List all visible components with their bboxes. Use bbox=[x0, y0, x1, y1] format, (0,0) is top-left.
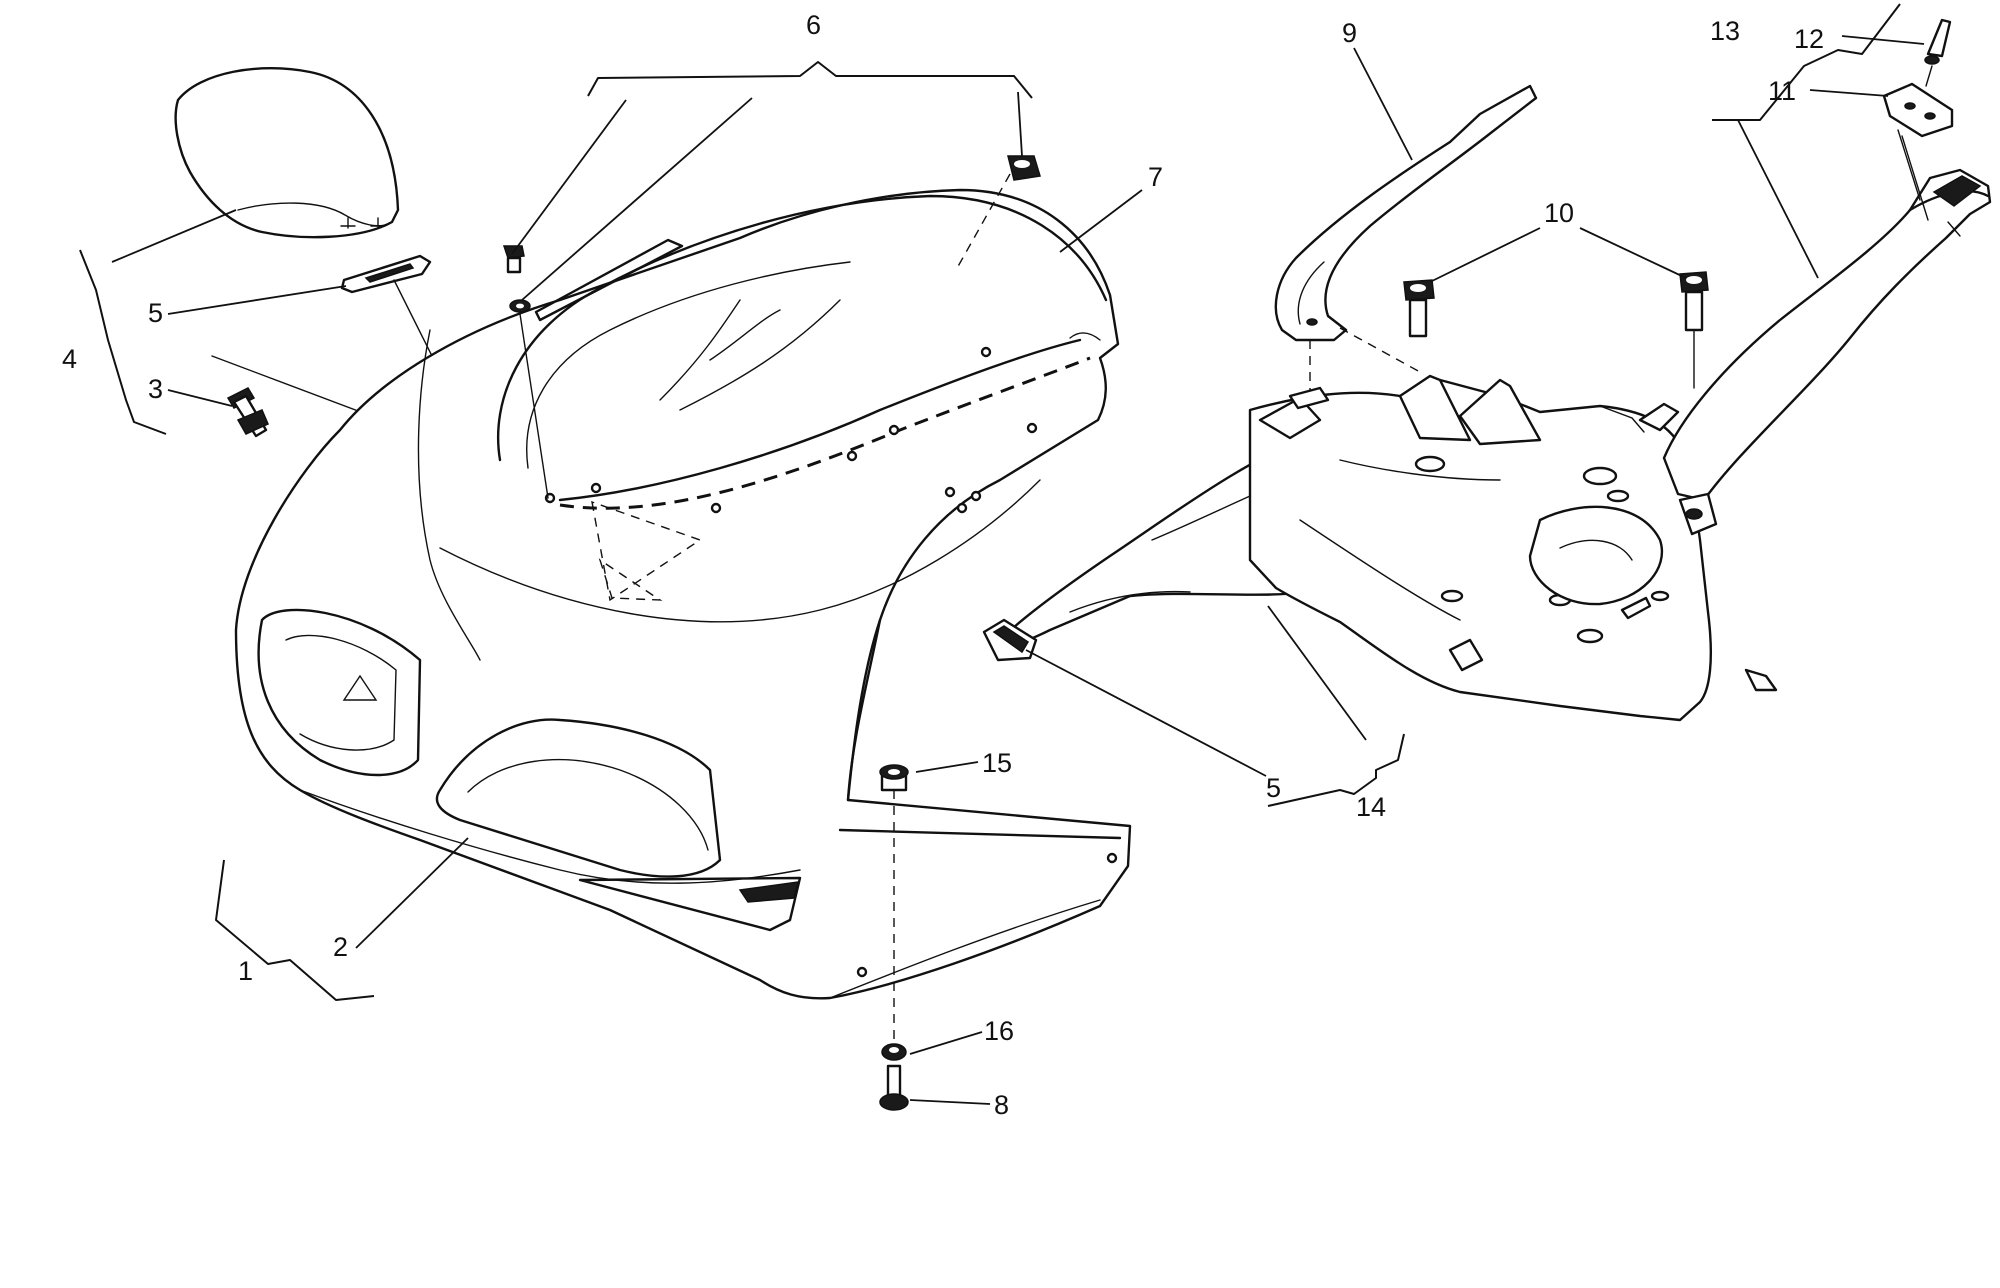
callout-5-upper: 5 bbox=[148, 298, 163, 328]
belly-pan bbox=[1248, 374, 1778, 722]
screw-10a bbox=[1403, 279, 1435, 338]
callout-16: 16 bbox=[984, 1016, 1014, 1046]
callout-6: 6 bbox=[806, 10, 821, 40]
seat-cowl bbox=[174, 67, 400, 239]
callout-2: 2 bbox=[333, 932, 348, 962]
screw-8 bbox=[879, 1064, 909, 1111]
callout-4: 4 bbox=[62, 344, 77, 374]
callout-14: 14 bbox=[1356, 792, 1386, 822]
front-fairing bbox=[234, 188, 1132, 1000]
washer-16 bbox=[881, 1043, 907, 1061]
callout-15: 15 bbox=[982, 748, 1012, 778]
support-stay-13 bbox=[1662, 168, 1992, 536]
callout-labels: 1 2 3 4 5 5 6 7 8 9 10 11 12 13 14 15 16 bbox=[62, 10, 1824, 1120]
leaders bbox=[79, 3, 1925, 1105]
pin-12 bbox=[1924, 18, 1952, 87]
callout-5-lower: 5 bbox=[1266, 773, 1281, 803]
spacer-15 bbox=[879, 764, 909, 1040]
callout-10: 10 bbox=[1544, 198, 1574, 228]
callout-9: 9 bbox=[1342, 18, 1357, 48]
bracket-9 bbox=[1274, 84, 1538, 410]
screw-3 bbox=[226, 387, 269, 438]
callout-3: 3 bbox=[148, 374, 163, 404]
seal-gasket-upper bbox=[340, 254, 432, 294]
callout-7: 7 bbox=[1148, 162, 1163, 192]
grommet-6b bbox=[955, 155, 1041, 271]
bracket-11 bbox=[1882, 82, 1954, 221]
callout-12: 12 bbox=[1794, 24, 1824, 54]
callout-8: 8 bbox=[994, 1090, 1009, 1120]
callout-11: 11 bbox=[1768, 76, 1796, 106]
screw-10b bbox=[1679, 271, 1709, 389]
callout-13: 13 bbox=[1710, 16, 1740, 46]
callout-1: 1 bbox=[238, 956, 253, 986]
